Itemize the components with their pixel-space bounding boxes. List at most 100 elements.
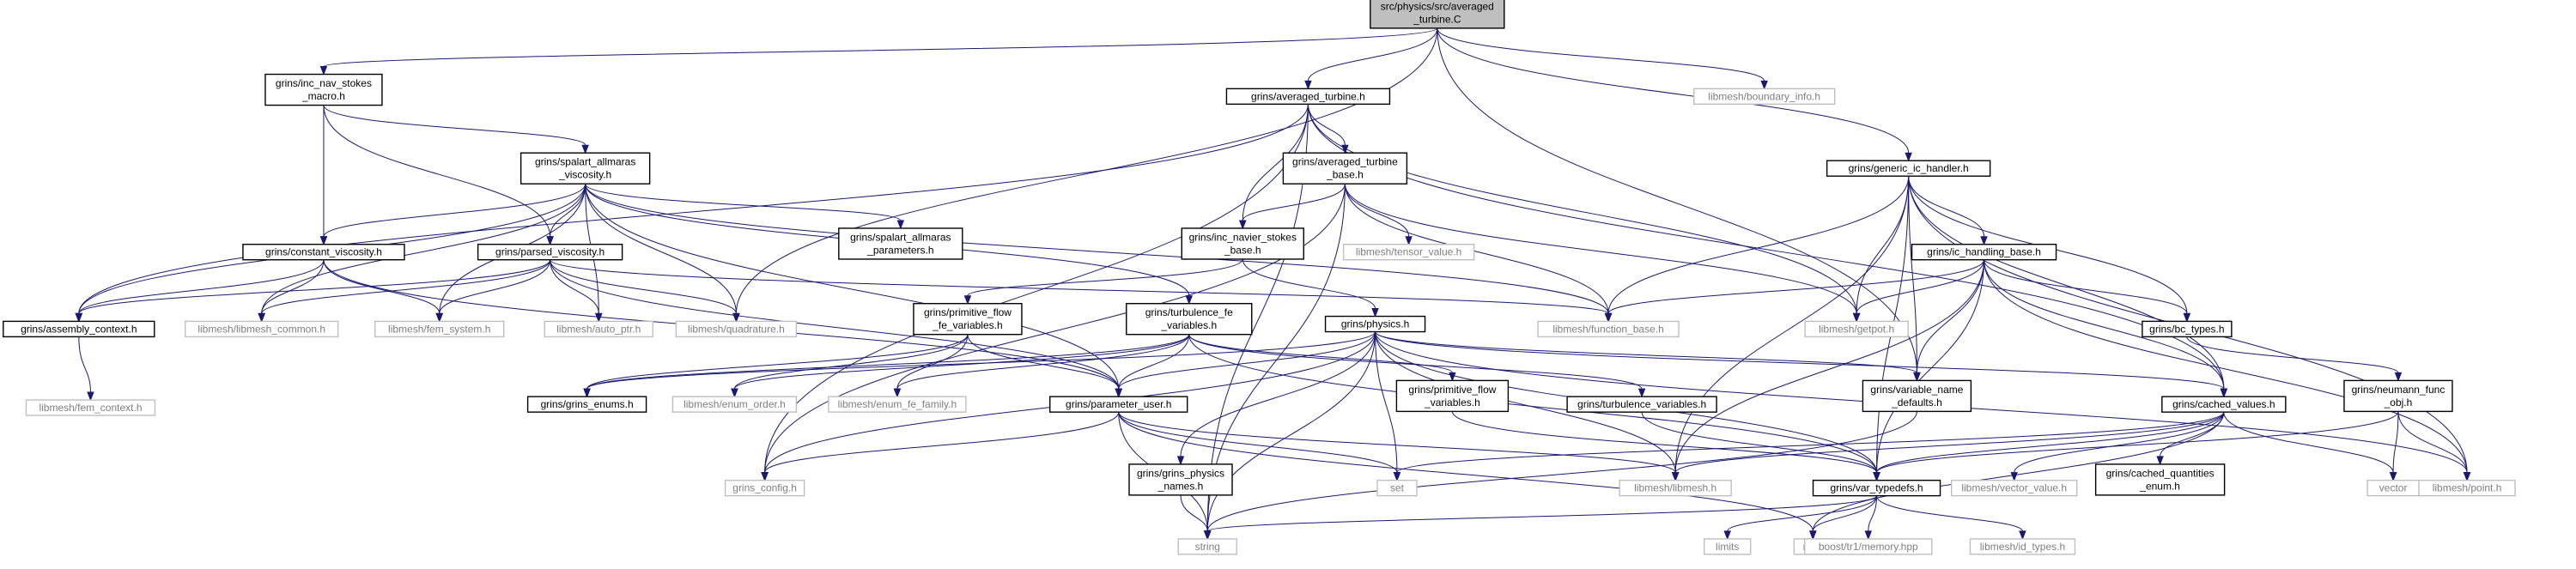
node-vectorvalue: libmesh/vector_value.h: [1951, 479, 2078, 497]
node-label: _base.h: [1224, 244, 1261, 256]
edge-avgturbbase-to-incnsbase: [1239, 184, 1346, 230]
edge-line: [1375, 331, 1917, 373]
node-vartypedefs[interactable]: grins/var_typedefs.h: [1812, 479, 1941, 497]
edge-physics-to-cachedvals: [1375, 331, 2228, 398]
node-spalart[interactable]: grins/spalart_allmaras_viscosity.h: [519, 152, 651, 185]
edge-arrowhead: [581, 144, 589, 154]
node-box: [1324, 315, 1426, 333]
node-incmacro[interactable]: grins/inc_nav_stokes_macro.h: [264, 73, 383, 106]
node-label: grins/generic_ic_handler.h: [1849, 162, 1969, 174]
edge-line: [1206, 495, 1878, 532]
edge-line: [1908, 176, 1917, 373]
node-incnsbase[interactable]: grins/inc_navier_stokes_base.h: [1181, 227, 1304, 260]
node-getpot: libmesh/getpot.h: [1804, 320, 1909, 338]
edge-spalart-to-constvisc: [319, 184, 586, 246]
node-varname[interactable]: grins/variable_name_defaults.h: [1862, 379, 1972, 413]
node-box: [2418, 479, 2516, 497]
node-box: [1225, 88, 1391, 106]
node-grinsconfig: grins_config.h: [724, 479, 805, 497]
edge-line: [735, 27, 1438, 314]
edges-layer: [75, 27, 2471, 541]
node-box: [1969, 538, 2076, 555]
node-enumfe: libmesh/enum_fe_family.h: [828, 396, 967, 413]
node-label: grins/spalart_allmaras: [535, 156, 635, 168]
edge-vartypedefs-to-map: [1809, 495, 1878, 541]
node-primflowfe[interactable]: grins/primitive_flow_fe_variables.h: [913, 303, 1023, 336]
node-box: [242, 244, 405, 261]
node-label: libmesh/enum_order.h: [683, 398, 786, 410]
edge-line: [1856, 259, 1985, 314]
edge-line: [78, 259, 551, 314]
edge-ichandling-to-libmeshh: [1671, 259, 1985, 482]
node-label: libmesh/quadrature.h: [688, 323, 785, 335]
node-grinsenums[interactable]: grins/grins_enums.h: [526, 396, 647, 413]
edge-line: [586, 331, 1376, 390]
edge-line: [323, 184, 586, 237]
edge-vartypedefs-to-idtypes: [1876, 495, 2026, 541]
node-box: [1951, 479, 2078, 497]
edge-constvisc-to-assembly: [75, 259, 325, 323]
node-turbfe[interactable]: grins/turbulence_fe_variables.h: [1126, 303, 1253, 336]
node-assembly[interactable]: grins/assembly_context.h: [3, 320, 155, 338]
node-physnames[interactable]: grins/grins_physics_names.h: [1128, 463, 1233, 496]
edge-line: [323, 259, 440, 314]
node-label: libmesh/tensor_value.h: [1356, 246, 1461, 258]
node-cachedvals[interactable]: grins/cached_values.h: [2161, 396, 2287, 413]
edge-line: [585, 184, 1120, 390]
edge-line: [586, 334, 969, 390]
node-ichandling[interactable]: grins/ic_handling_base.h: [1911, 244, 2057, 261]
node-box: [1370, 0, 1505, 29]
node-box: [913, 303, 1023, 336]
node-physics[interactable]: grins/physics.h: [1324, 315, 1426, 333]
edge-arrowhead: [319, 66, 328, 76]
node-bctypes[interactable]: grins/bc_types.h: [2142, 320, 2233, 338]
edge-turbfe-to-grinsenums: [583, 334, 1190, 398]
edge-arrowhead: [75, 312, 83, 323]
node-spparams[interactable]: grins/spalart_allmaras_parameters.h: [838, 227, 963, 260]
edge-line: [1812, 495, 1878, 532]
edge-line: [1206, 331, 1376, 531]
node-label: src/physics/src/averaged: [1381, 0, 1494, 12]
edge-line: [896, 334, 1190, 390]
edge-ichandling-to-point: [1984, 259, 2471, 482]
edge-line: [1916, 259, 1985, 373]
node-cqenum[interactable]: grins/cached_quantities_enum.h: [2094, 463, 2226, 496]
node-avgturbbase[interactable]: grins/averaged_turbine_base.h: [1282, 152, 1408, 185]
edge-line: [733, 334, 1190, 390]
edge-line: [1908, 176, 1985, 237]
node-paramuser[interactable]: grins/parameter_user.h: [1049, 396, 1188, 413]
edge-ichandling-to-bctypes: [1984, 259, 2191, 323]
node-box: [544, 320, 653, 338]
node-label: _fe_variables.h: [932, 319, 1002, 331]
node-vector: vector: [2366, 479, 2420, 497]
edge-arrowhead: [1304, 80, 1312, 90]
node-primflow[interactable]: grins/primitive_flow_variables.h: [1395, 379, 1510, 413]
edge-line: [1206, 411, 1917, 531]
edge-line: [764, 184, 1346, 473]
edge-line: [1307, 104, 1857, 314]
edge-turbfe-to-enumfe: [893, 334, 1190, 398]
edge-line: [1242, 104, 1309, 221]
node-label: grins/ic_handling_base.h: [1927, 246, 2041, 258]
node-constvisc[interactable]: grins/constant_viscosity.h: [242, 244, 405, 261]
node-label: libmesh/auto_ptr.h: [556, 323, 641, 335]
edge-line: [78, 259, 325, 314]
edge-arrowhead: [2019, 530, 2026, 541]
node-avgturb[interactable]: grins/averaged_turbine.h: [1225, 88, 1391, 106]
node-label: libmesh/libmesh_common.h: [197, 323, 325, 335]
edge-physics-to-grinsenums: [583, 331, 1376, 398]
edge-genericic-to-cachedvals: [1908, 176, 2228, 398]
node-label: _macro.h: [301, 90, 345, 102]
node-box: [1619, 479, 1732, 497]
node-neumann[interactable]: grins/neumann_func_obj.h: [2343, 379, 2453, 413]
node-genericic[interactable]: grins/generic_ic_handler.h: [1826, 160, 1991, 177]
edge-line: [1876, 412, 2225, 473]
edge-parsedvisc-to-autoptr: [550, 259, 603, 323]
node-parsedvisc[interactable]: grins/parsed_viscosity.h: [477, 244, 623, 261]
edge-line: [2186, 336, 2399, 373]
node-turbvars[interactable]: grins/turbulence_variables.h: [1566, 396, 1717, 413]
node-box: [2343, 379, 2453, 413]
edge-arrowhead: [2156, 456, 2164, 466]
edge-arrowhead: [1405, 236, 1413, 246]
edge-line: [1375, 331, 1398, 473]
